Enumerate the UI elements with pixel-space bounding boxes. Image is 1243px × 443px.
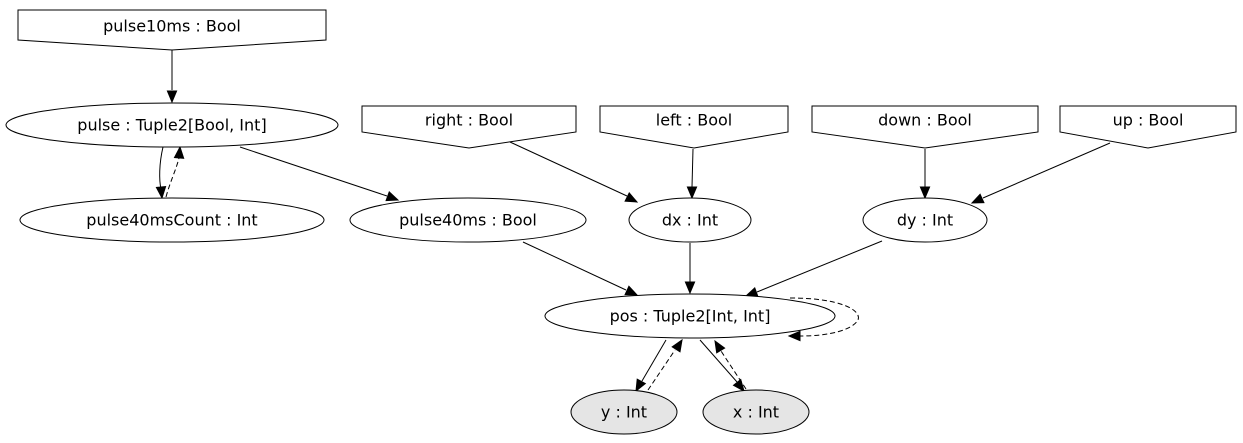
node-label: pos : Tuple2[Int, Int] [610,307,771,326]
node-input-shape [361,105,577,149]
edge-pulse40msCount-to-pulse [165,145,185,198]
edge-x-to-pos [714,339,747,390]
node-dy: dy : Int [862,197,988,243]
node-label: dy : Int [897,211,953,230]
arrowhead [155,186,167,200]
node-pulse40ms: pulse40ms : Bool [349,197,587,243]
node-up: up : Bool [1059,105,1237,149]
edge-line [756,240,883,293]
node-label: left : Bool [656,111,732,130]
edge-down-to-dy [919,149,931,200]
node-down: down : Bool [811,105,1039,149]
node-label: up : Bool [1113,111,1184,130]
arrowhead [714,339,726,354]
arrowhead [970,193,985,204]
edge-line [509,141,628,197]
arrowhead [635,378,647,393]
node-internal-shape [628,197,752,243]
node-pulse: pulse : Tuple2[Bool, Int] [5,102,339,148]
nodes-layer: pulse10ms : Bool pulse : Tuple2[Bool, Int… [5,9,1237,435]
node-label: y : Int [601,403,647,422]
arrowhead [166,90,178,104]
node-right: right : Bool [361,105,577,149]
edge-line [691,148,694,188]
arrowhead [686,186,698,200]
arrowhead [671,338,683,353]
arrowhead [732,378,745,393]
edge-line [647,349,676,391]
edge-dx-to-pos [684,243,696,295]
node-output-shape [570,389,678,435]
node-internal-shape [544,293,836,339]
node-label: pulse40msCount : Int [86,211,257,230]
arrowhead [173,145,185,159]
node-input-shape [599,105,789,149]
arrowhead [684,281,696,295]
edge-line [522,241,627,291]
edge-line [699,339,738,383]
edge-line [982,142,1111,199]
arrowhead [919,186,931,200]
edge-line [239,146,388,197]
node-internal-shape [862,197,988,243]
edge-left-to-dx [686,148,698,200]
edge-dy-to-pos [744,240,883,298]
node-y: y : Int [570,389,678,435]
node-label: x : Int [733,403,779,422]
edge-pulse-to-pulse40msCount [155,146,167,200]
node-left: left : Bool [599,105,789,149]
edge-line [159,146,164,190]
node-internal-shape [19,197,325,243]
node-x: x : Int [702,389,810,435]
node-input-shape [811,105,1039,149]
node-label: pulse : Tuple2[Bool, Int] [77,116,266,135]
arrowhead [385,191,400,202]
node-internal-shape [349,197,587,243]
arrowhead [624,285,639,296]
node-label: right : Bool [425,111,513,130]
node-label: dx : Int [662,211,718,230]
edge-y-to-pos [647,338,683,391]
edge-up-to-dy [970,142,1111,204]
edge-pulse40ms-to-pos [522,241,639,296]
node-label: pulse40ms : Bool [399,211,537,230]
edge-pos-to-y [635,339,667,393]
edge-line [641,339,667,382]
node-label: down : Bool [878,111,972,130]
edge-pos-to-pos [787,297,859,342]
edge-line [165,157,180,198]
node-internal-shape [5,102,339,148]
edges-layer [155,40,1111,393]
node-output-shape [702,389,810,435]
edge-right-to-dx [509,141,639,203]
node-label: pulse10ms : Bool [103,17,241,36]
node-input-shape [1059,105,1237,149]
node-pulse10ms: pulse10ms : Bool [17,9,327,51]
node-pulse40msCount: pulse40msCount : Int [19,197,325,243]
node-input-shape [17,9,327,51]
arrowhead [624,192,639,203]
node-pos: pos : Tuple2[Int, Int] [544,293,836,339]
edge-pulse-to-pulse40ms [239,146,400,202]
arrowhead [787,330,801,342]
node-dx: dx : Int [628,197,752,243]
edge-line [789,297,859,337]
